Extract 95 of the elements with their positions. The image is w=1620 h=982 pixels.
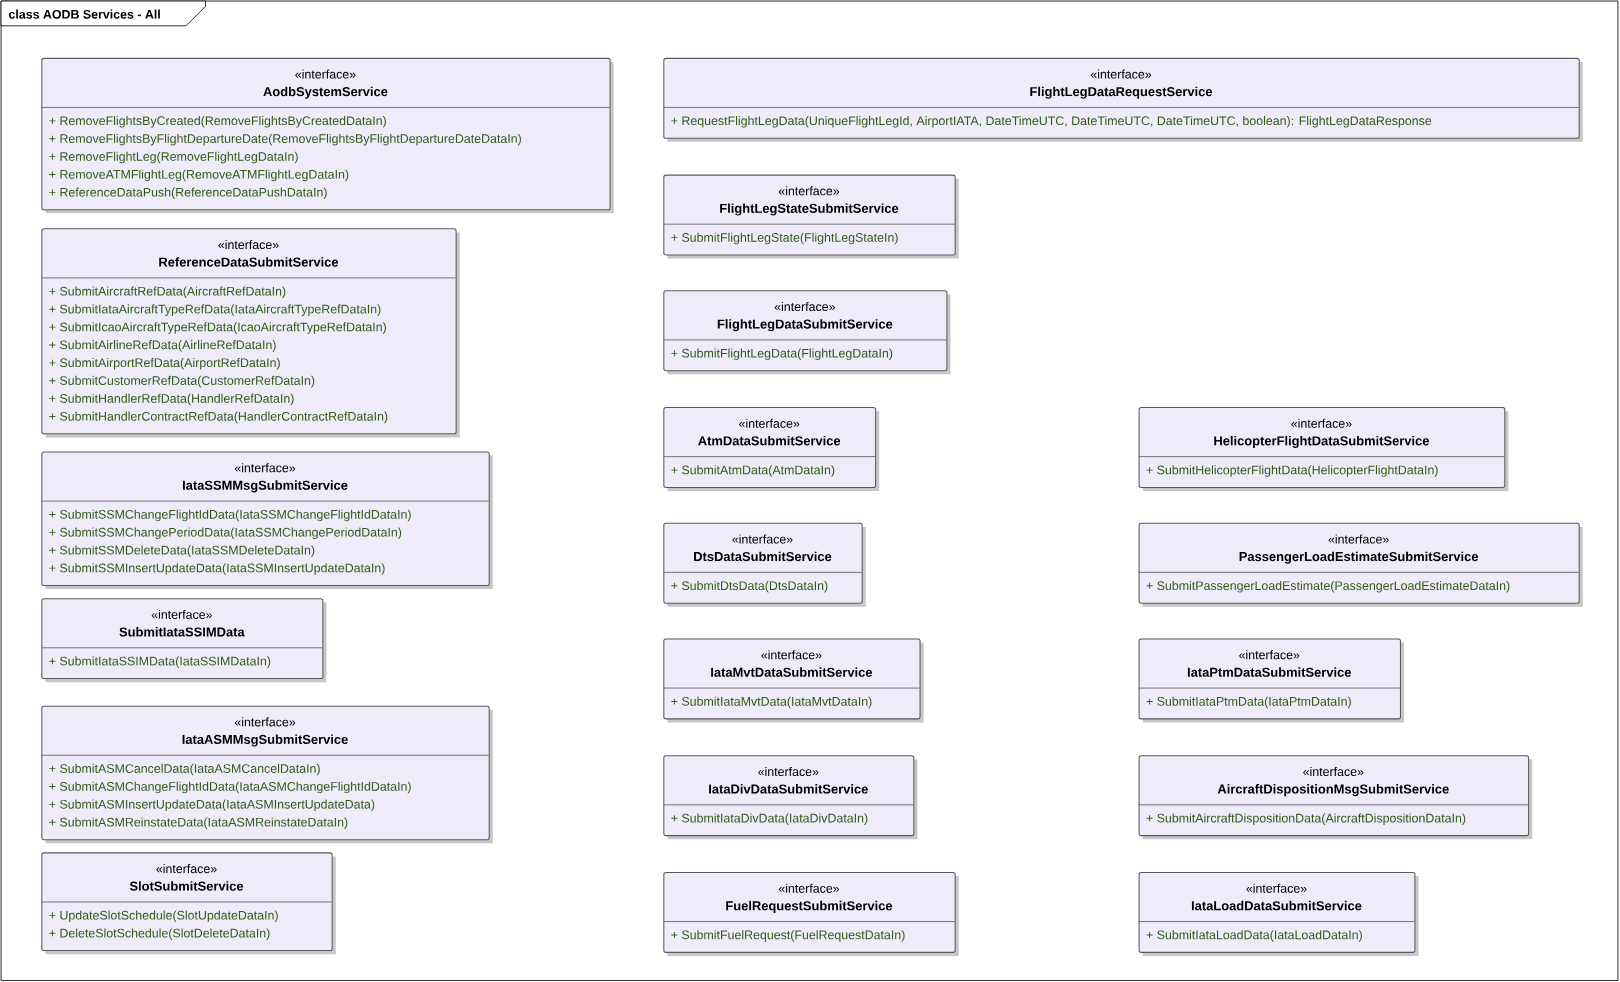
operation-text: + SubmitDtsData(DtsDataIn)	[671, 581, 828, 593]
class-name: IataSSMMsgSubmitService	[183, 480, 348, 493]
operation-text: + SubmitAirlineRefData(AirlineRefDataIn)	[49, 340, 276, 352]
stereotype-label: «interface»	[761, 650, 822, 660]
class-box	[1138, 407, 1509, 492]
operation-text: + SubmitSSMInsertUpdateData(IataSSMInsertUpdateDataIn)	[49, 563, 385, 576]
class-box	[662, 755, 918, 840]
operation-text: + DeleteSlotSchedule(SlotDeleteDataIn)	[49, 928, 270, 941]
class-box	[662, 523, 866, 607]
class-name: FlightLegStateSubmitService	[720, 203, 899, 216]
operation-text: + SubmitHelicopterFlightData(HelicopterFlightDataIn)	[1146, 465, 1438, 478]
class-name: AircraftDispositionMsgSubmitService	[1217, 784, 1449, 797]
class-name: SlotSubmitService	[129, 881, 244, 891]
operation-text: + SubmitIataPtmData(IataPtmDataIn)	[1146, 696, 1351, 709]
operation-text: + SubmitIataDivData(IataDivDataIn)	[671, 813, 868, 826]
class-box	[662, 872, 959, 957]
class-box	[40, 58, 614, 214]
operation-text: + RemoveATMFlightLeg(RemoveATMFlightLegDataIn)	[49, 169, 349, 182]
stereotype-label: «interface»	[295, 69, 356, 79]
class-name: SubmitIataSSIMData	[119, 627, 245, 637]
operation-text: + SubmitCustomerRefData(CustomerRefDataIn)	[49, 376, 315, 388]
stereotype-label: «interface»	[156, 864, 217, 874]
class-box	[40, 852, 336, 955]
stereotype-label: «interface»	[778, 883, 840, 893]
stereotype-label: «interface»	[1239, 650, 1300, 660]
class-box	[662, 174, 959, 259]
class-box	[1138, 638, 1405, 723]
class-box	[1138, 872, 1419, 957]
operation-text: + SubmitSSMChangeFlightIdData(IataSSMChangeFlightIdDataIn)	[49, 509, 411, 522]
stereotype-label: «interface»	[1303, 767, 1364, 777]
class-name: IataDivDataSubmitService	[709, 784, 868, 794]
operation-text: + SubmitIataLoadData(IataLoadDataIn)	[1146, 930, 1362, 942]
operation-text: + SubmitIataAircraftTypeRefData(IataAircraftTypeRefDataIn)	[49, 304, 381, 317]
frame-title-tab: class AODB Services - All	[0, 0, 206, 27]
class-box	[1138, 755, 1533, 840]
stereotype-label: «interface»	[234, 463, 296, 473]
operation-text: + SubmitSSMChangePeriodData(IataSSMChangePeriodDataIn)	[49, 527, 402, 540]
operation-text: + SubmitHandlerContractRefData(HandlerContractRefDataIn)	[49, 411, 388, 424]
operation-text: + RequestFlightLegData(UniqueFlightLegId, AirportIATA, DateTimeUTC, DateTimeUTC, DateTimeUTC, boolean): FlightLegDataResponse	[671, 116, 1432, 128]
stereotype-label: «interface»	[1328, 534, 1389, 544]
stereotype-label: «interface»	[774, 302, 835, 312]
operation-text: + SubmitAirportRefData(AirportRefDataIn)	[49, 358, 280, 370]
operation-text: + SubmitASMReinstateData(IataASMReinstateDataIn)	[49, 817, 348, 830]
class-name: IataLoadDataSubmitService	[1191, 901, 1362, 911]
class-box	[662, 407, 880, 492]
operation-text: + SubmitFlightLegData(FlightLegDataIn)	[671, 348, 893, 361]
class-name: IataPtmDataSubmitService	[1187, 667, 1351, 678]
operation-text: + SubmitPassengerLoadEstimate(PassengerLoadEstimateDataIn)	[1146, 581, 1510, 593]
class-name: AtmDataSubmitService	[698, 436, 841, 446]
class-name: HelicopterFlightDataSubmitService	[1214, 436, 1429, 449]
stereotype-label: «interface»	[234, 717, 296, 727]
stereotype-label: «interface»	[758, 767, 819, 777]
operation-text: + RemoveFlightLeg(RemoveFlightLegDataIn)	[49, 152, 298, 164]
operation-text: + SubmitASMInsertUpdateData(IataASMInsertUpdateData)	[49, 799, 375, 812]
class-name: IataASMMsgSubmitService	[182, 734, 348, 747]
operation-text: + SubmitSSMDeleteData(IataSSMDeleteDataIn)	[49, 545, 315, 558]
class-name: FlightLegDataRequestService	[1030, 86, 1213, 100]
class-box	[40, 228, 460, 438]
operation-text: + SubmitIataSSIMData(IataSSIMDataIn)	[49, 656, 271, 669]
class-name: PassengerLoadEstimateSubmitService	[1239, 551, 1479, 564]
operation-text: + SubmitFuelRequest(FuelRequestDataIn)	[671, 930, 905, 942]
class-name: ReferenceDataSubmitService	[159, 257, 339, 267]
stereotype-label: «interface»	[218, 240, 279, 250]
stereotype-label: «interface»	[1291, 419, 1352, 429]
operation-text: + RemoveFlightsByCreated(RemoveFlightsByCreatedDataIn)	[49, 116, 386, 128]
operation-text: + SubmitHandlerRefData(HandlerRefDataIn)	[49, 394, 294, 406]
operation-text: + SubmitAircraftDispositionData(AircraftDispositionDataIn)	[1146, 813, 1466, 826]
class-box	[662, 290, 951, 375]
class-box	[40, 705, 493, 844]
class-box	[40, 598, 327, 683]
class-box	[662, 58, 1583, 143]
operation-text: + RemoveFlightsByFlightDepartureDate(RemoveFlightsByFlightDepartureDateDataIn)	[49, 134, 521, 146]
class-name: AodbSystemService	[263, 86, 388, 99]
class-name: IataMvtDataSubmitService	[711, 667, 873, 678]
stereotype-label: «interface»	[739, 419, 800, 429]
operation-text: + SubmitAircraftRefData(AircraftRefDataIn)	[49, 286, 286, 299]
class-name: FuelRequestSubmitService	[726, 901, 893, 914]
class-box	[40, 451, 493, 590]
operation-text: + SubmitFlightLegState(FlightLegStateIn)	[671, 233, 898, 245]
class-name: DtsDataSubmitService	[694, 551, 832, 562]
operation-text: + SubmitASMCancelData(IataASMCancelDataIn)	[49, 764, 320, 776]
class-name: FlightLegDataSubmitService	[717, 319, 893, 332]
operation-text: + SubmitASMChangeFlightIdData(IataASMChangeFlightIdDataIn)	[49, 781, 411, 794]
operation-text: + SubmitIcaoAircraftTypeRefData(IcaoAircraftTypeRefDataIn)	[49, 322, 386, 335]
class-box	[662, 638, 924, 723]
stereotype-label: «interface»	[732, 534, 793, 544]
stereotype-label: «interface»	[1246, 883, 1307, 893]
operation-text: + UpdateSlotSchedule(SlotUpdateDataIn)	[49, 910, 278, 923]
stereotype-label: «interface»	[1090, 69, 1152, 79]
operation-text: + SubmitAtmData(AtmDataIn)	[671, 465, 835, 477]
stereotype-label: «interface»	[151, 610, 212, 620]
operation-text: + SubmitIataMvtData(IataMvtDataIn)	[671, 696, 872, 709]
operation-text: + ReferenceDataPush(ReferenceDataPushDataIn)	[49, 187, 327, 200]
class-box	[1138, 523, 1583, 607]
stereotype-label: «interface»	[778, 186, 840, 196]
